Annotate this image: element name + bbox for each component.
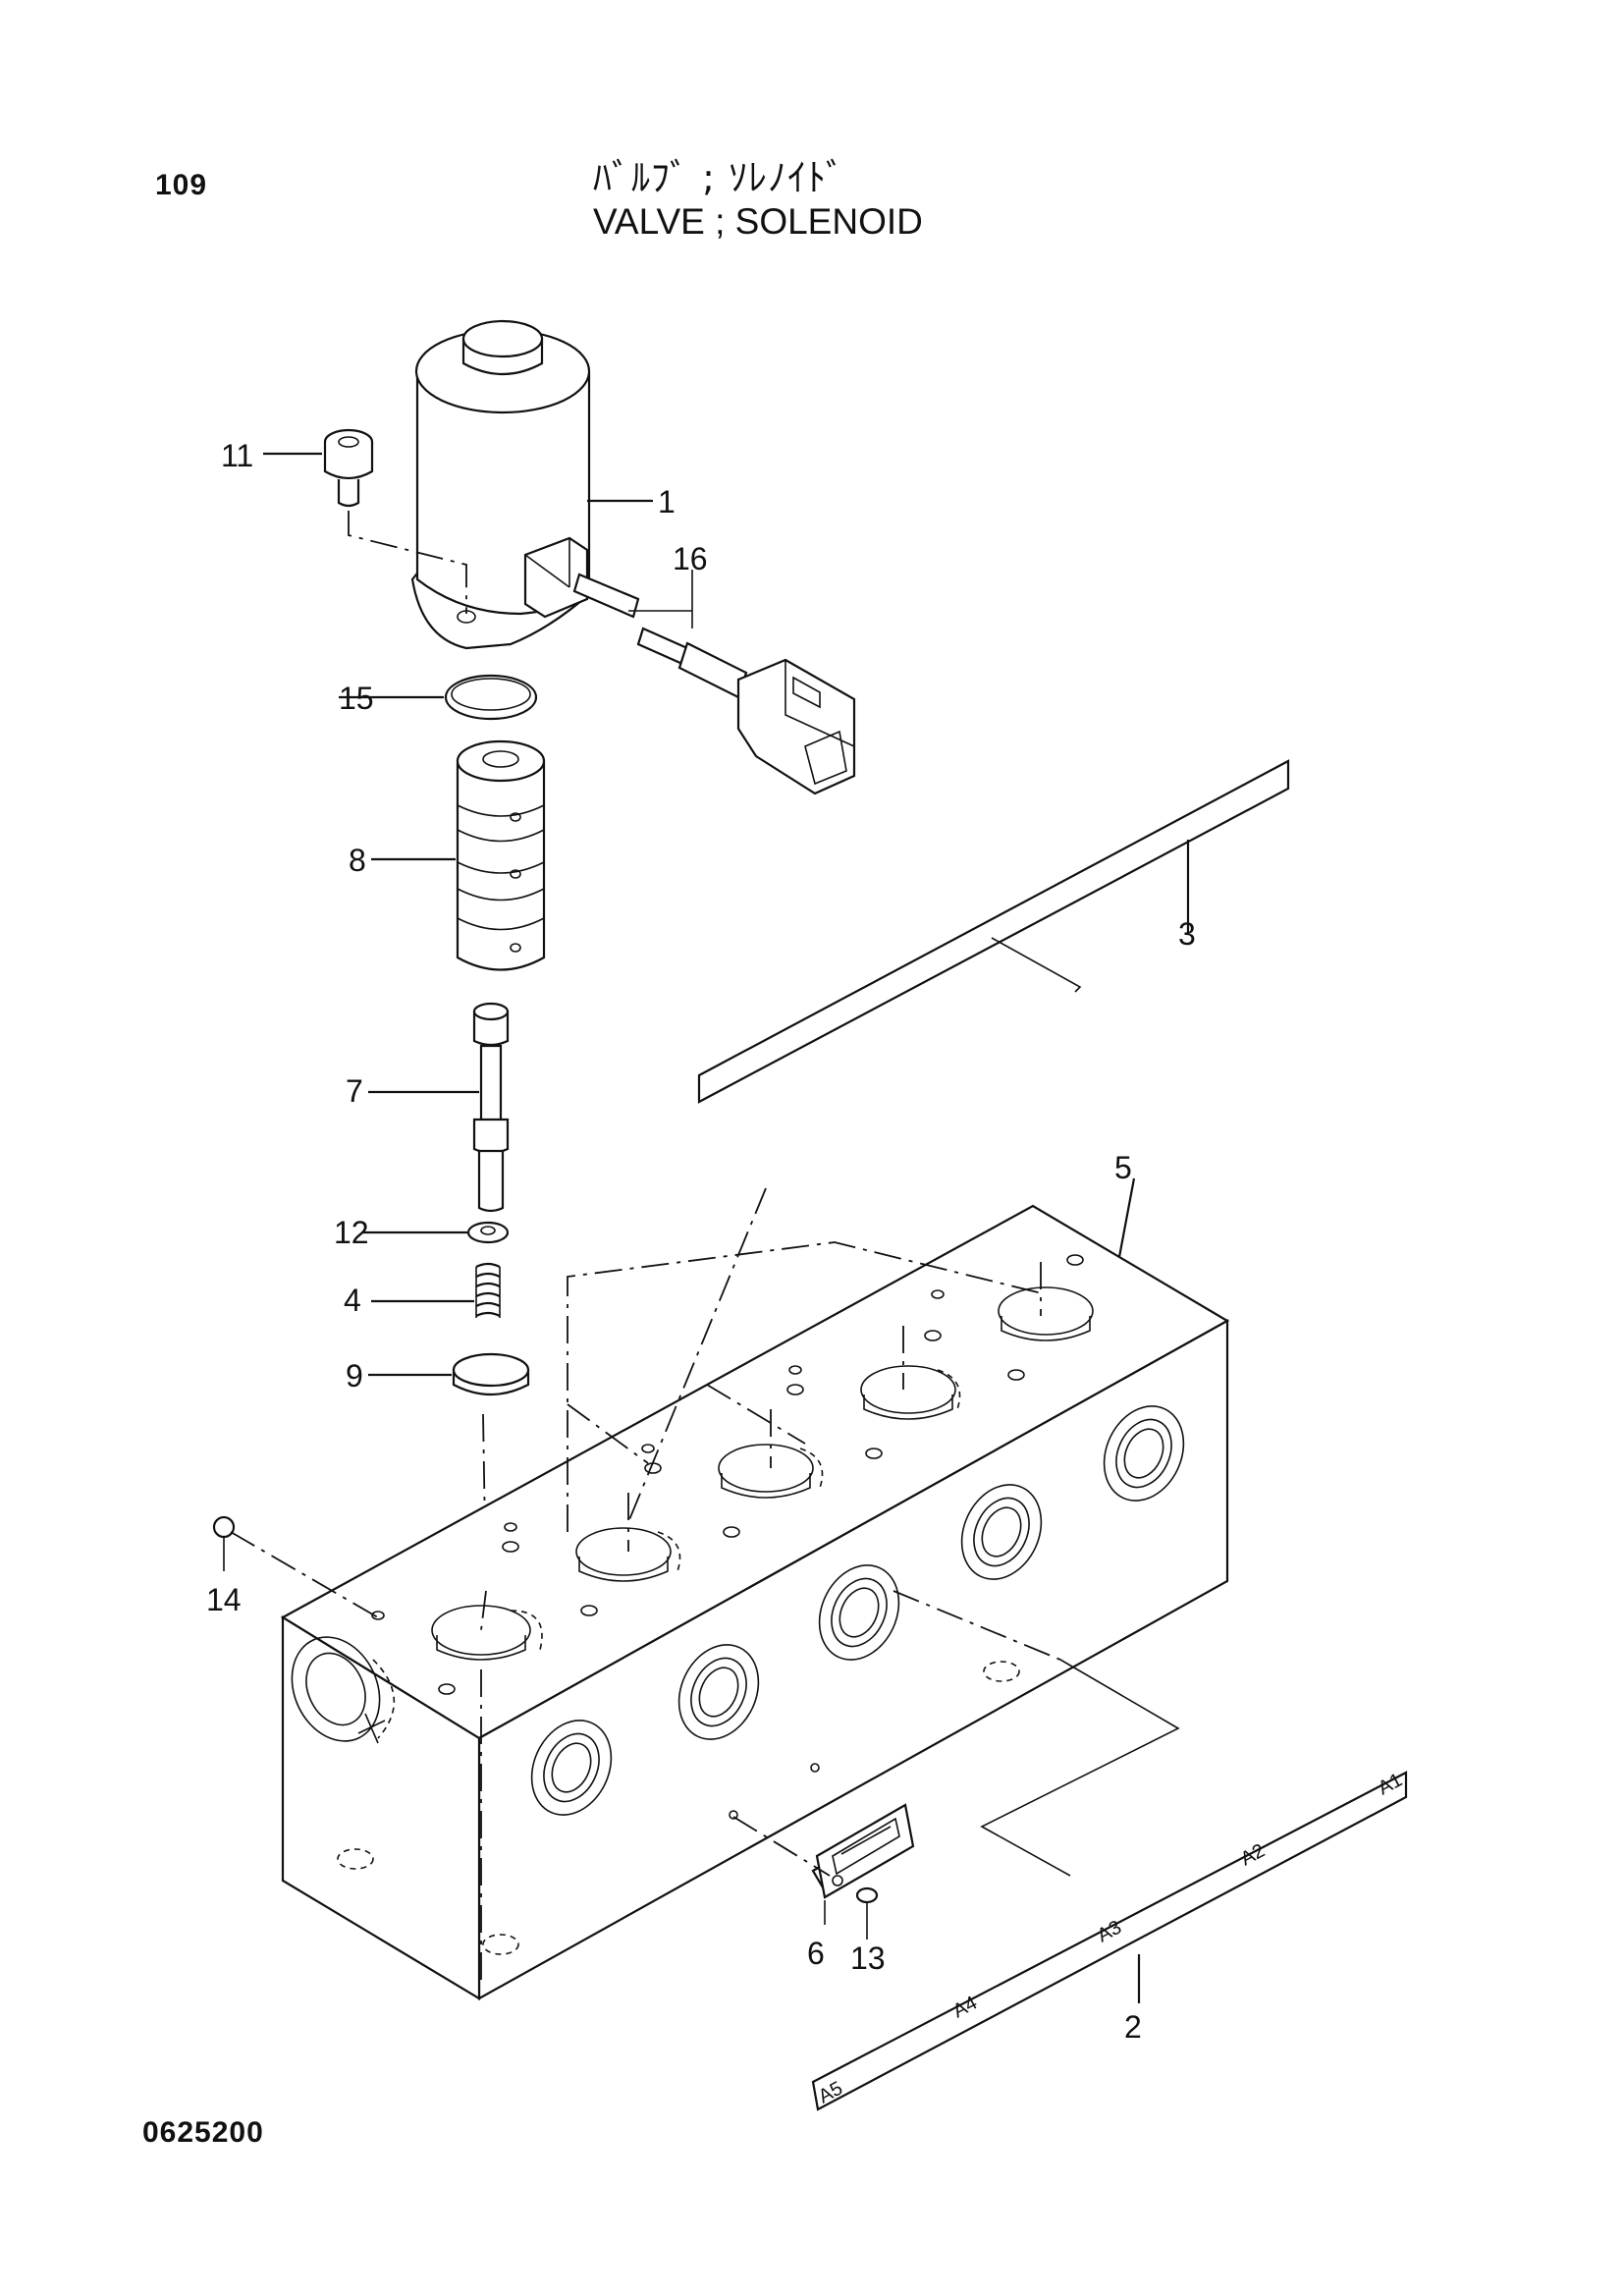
- sleeve-part-8: [371, 739, 546, 971]
- callout-16: 16: [673, 541, 708, 576]
- callout-5: 5: [1114, 1150, 1132, 1185]
- spool-part-7: [368, 1002, 510, 1213]
- callout-9: 9: [346, 1358, 363, 1394]
- page-number: 109: [155, 169, 208, 201]
- o-ring-part-15: [339, 674, 538, 721]
- seal-plate-part-2: [811, 1659, 1408, 2111]
- callout-12: 12: [334, 1215, 369, 1250]
- spring-part-4: [371, 1262, 501, 1318]
- bolt-holes: [371, 1254, 1084, 1695]
- callout-8: 8: [349, 843, 366, 878]
- callout-3: 3: [1178, 916, 1196, 952]
- cap-screw-part-11: [263, 428, 467, 614]
- ball-plug-part-14: [212, 1515, 384, 1621]
- callout-13: 13: [850, 1941, 886, 1976]
- drawing-number: 0625200: [142, 2116, 264, 2149]
- callout-7: 7: [346, 1073, 363, 1109]
- top-ports: [431, 1286, 1094, 1661]
- callout-14: 14: [206, 1582, 242, 1617]
- gasket-plate-part-3: [697, 759, 1290, 1104]
- callout-4: 4: [344, 1283, 361, 1318]
- solenoid-coil-part-1: [410, 319, 653, 650]
- callout-15: 15: [339, 681, 374, 716]
- callout-2: 2: [1124, 2009, 1142, 2045]
- title-english: VALVE ; SOLENOID: [593, 201, 923, 242]
- lead-wire-harness-part-16: [572, 570, 856, 795]
- washer-part-12: [363, 1221, 510, 1244]
- callout-labels: 1 2 3 4 5 6 7 8 9 11 12 13 14 15 16: [206, 438, 1196, 2045]
- callout-6: 6: [807, 1936, 825, 1971]
- callout-11: 11: [221, 438, 253, 473]
- name-plate-part-6: [732, 1803, 915, 1940]
- front-threaded-ports: [530, 1405, 1185, 1816]
- end-port: [291, 1636, 1020, 1955]
- plug-part-9: [368, 1352, 530, 1592]
- valve-body-part-5: [280, 1177, 1230, 2000]
- callout-1: 1: [658, 484, 676, 519]
- title-japanese: ﾊﾞﾙﾌﾞ ; ｿﾚﾉｲﾄﾞ: [593, 156, 845, 199]
